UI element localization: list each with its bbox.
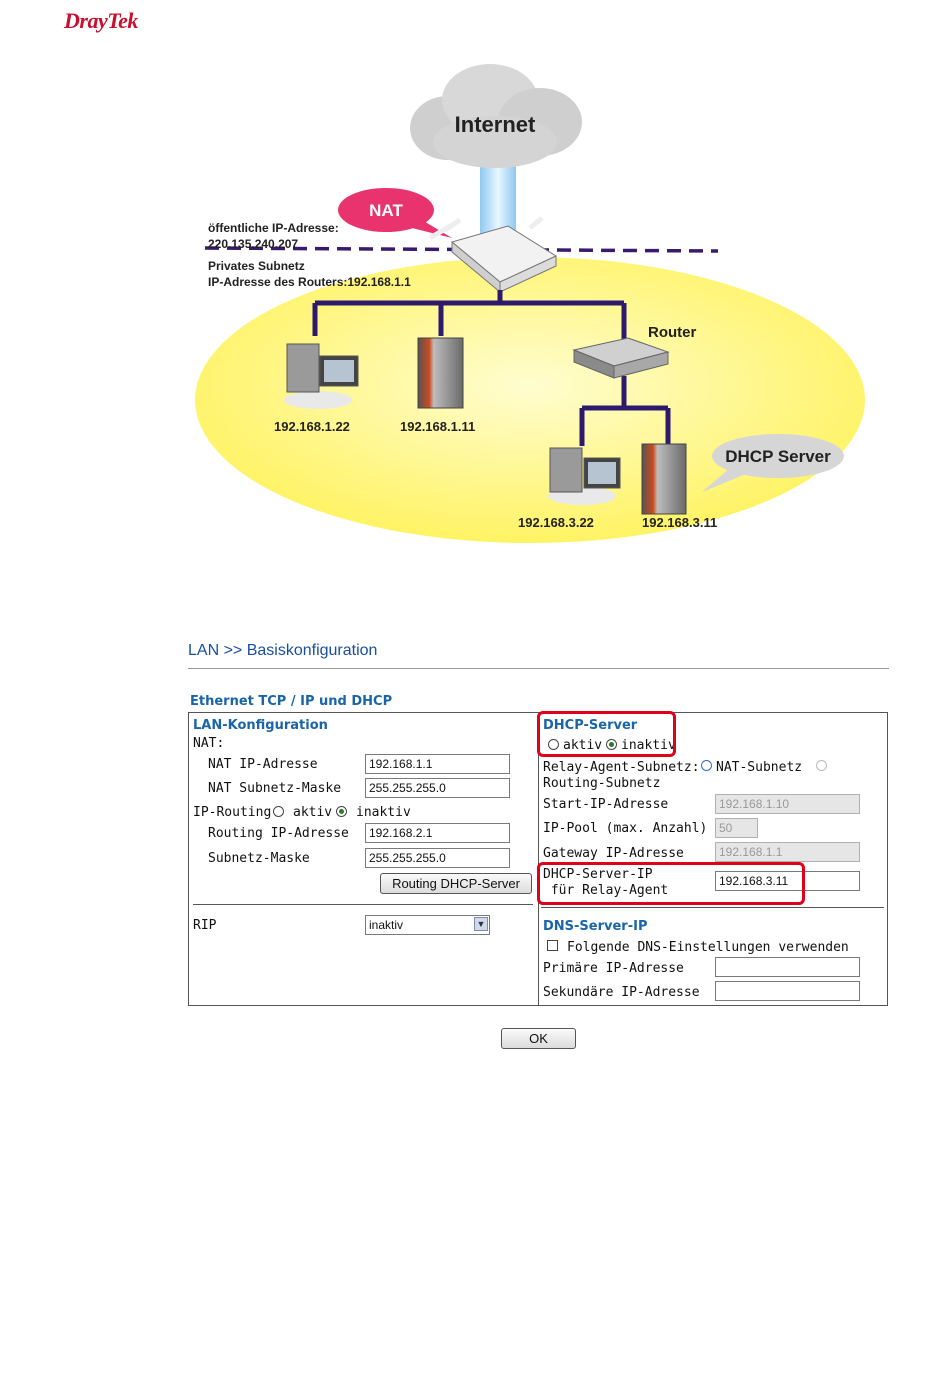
relay-routing-radio[interactable]	[816, 760, 827, 771]
relay-nat-label: NAT-Subnetz	[716, 760, 803, 775]
router-ip-label: IP-Adresse des Routers:192.168.1.1	[208, 275, 411, 289]
routing-ip-input[interactable]: 192.168.2.1	[365, 823, 510, 843]
network-diagram: Internet NAT öffentliche IP-Adresse: 220…	[195, 64, 865, 543]
rip-select[interactable]: inaktiv ▼	[365, 915, 490, 935]
dhcp-server-header: DHCP-Server	[543, 718, 638, 733]
nat-mask-input[interactable]: 255.255.255.0	[365, 778, 510, 798]
chevron-down-icon[interactable]: ▼	[474, 917, 488, 931]
public-private-boundary	[204, 246, 719, 253]
ip-pool-input[interactable]: 50	[715, 818, 758, 838]
dhcp-server-highlight	[537, 711, 676, 757]
ip-routing-on-radio[interactable]	[273, 806, 284, 817]
private-subnet-label: Privates Subnetz	[208, 259, 305, 273]
server-icon-2	[641, 443, 687, 515]
pc-icon-2	[548, 447, 621, 505]
dhcp-server-ip-highlight	[537, 862, 805, 905]
ip-routing-off-radio[interactable]	[336, 806, 347, 817]
ok-button[interactable]: OK	[501, 1028, 576, 1049]
dhcp-server-ip-input[interactable]: 192.168.3.11	[715, 871, 860, 891]
internet-cloud-icon	[410, 64, 582, 168]
ip-pool-label: IP-Pool (max. Anzahl)	[543, 821, 708, 836]
start-ip-label: Start-IP-Adresse	[543, 797, 669, 812]
section-title: Ethernet TCP / IP und DHCP	[190, 694, 393, 709]
secondary-dns-input[interactable]	[715, 981, 860, 1001]
relay-agent-label: Relay-Agent-Subnetz:	[543, 760, 700, 775]
host-ip-2: 192.168.1.11	[400, 419, 475, 434]
nat-label: NAT	[369, 201, 403, 220]
ip-routing-off-label: inaktiv	[356, 805, 411, 820]
column-divider	[538, 712, 539, 1006]
dhcp-server-bubble	[702, 434, 844, 492]
host-ip-4: 192.168.3.11	[642, 515, 717, 530]
secondary-dns-label: Sekundäre IP-Adresse	[543, 985, 700, 1000]
pc-icon-1	[284, 343, 359, 409]
title-divider	[188, 668, 889, 669]
host-ip-1: 192.168.1.22	[274, 419, 350, 434]
subnet-mask-label: Subnetz-Maske	[208, 851, 310, 866]
primary-dns-input[interactable]	[715, 957, 860, 977]
relay-nat-radio[interactable]	[701, 760, 712, 771]
dns-server-header: DNS-Server-IP	[543, 919, 648, 934]
nat-ip-label: NAT IP-Adresse	[208, 757, 318, 772]
ip-routing-on-label: aktiv	[293, 805, 333, 820]
lan-config-header: LAN-Konfiguration	[193, 718, 328, 733]
gateway-ip-label: Gateway IP-Adresse	[543, 846, 684, 861]
start-ip-input[interactable]: 192.168.1.10	[715, 794, 860, 814]
nat-label: NAT:	[193, 736, 225, 751]
dhcp-on-radio[interactable]	[548, 739, 559, 750]
dns-settings-checkbox[interactable]	[547, 940, 558, 951]
relay-routing-label: Routing-Subnetz	[543, 776, 661, 791]
draytek-router-icon	[428, 216, 558, 294]
lan-rip-divider	[193, 904, 533, 905]
routing-ip-label: Routing IP-Adresse	[208, 826, 349, 841]
page-title: LAN >> Basiskonfiguration	[188, 642, 378, 659]
ip-routing-label: IP-Routing	[193, 805, 272, 820]
rip-select-value: inaktiv	[369, 918, 404, 932]
host-ip-3: 192.168.3.22	[518, 515, 594, 530]
dhcp-bubble-label: DHCP Server	[725, 447, 831, 466]
internet-label: Internet	[455, 112, 536, 137]
dhcp-dns-divider	[541, 907, 884, 908]
nat-ip-input[interactable]: 192.168.1.1	[365, 754, 510, 774]
server-icon-1	[417, 337, 464, 409]
dhcp-off-label: inaktiv	[621, 738, 676, 753]
lan-links	[312, 290, 671, 446]
dhcp-server-ip-label: DHCP-Server-IP	[543, 867, 653, 882]
dhcp-on-label: aktiv	[563, 738, 603, 753]
router-label: Router	[648, 324, 696, 341]
dhcp-off-radio[interactable]	[606, 739, 617, 750]
subnet-mask-input[interactable]: 255.255.255.0	[365, 848, 510, 868]
public-ip-value: 220.135.240.207	[208, 237, 298, 251]
dns-settings-label: Folgende DNS-Einstellungen verwenden	[567, 940, 849, 955]
gateway-ip-input[interactable]: 192.168.1.1	[715, 842, 860, 862]
public-ip-label: öffentliche IP-Adresse:	[208, 221, 339, 235]
draytek-logo: DrayTek	[64, 8, 138, 33]
relay-agent-sublabel: für Relay-Agent	[543, 883, 669, 898]
rip-label: RIP	[193, 918, 217, 933]
routing-dhcp-server-button[interactable]: Routing DHCP-Server	[380, 873, 532, 894]
nat-mask-label: NAT Subnetz-Maske	[208, 781, 342, 796]
private-network-area	[195, 257, 865, 543]
primary-dns-label: Primäre IP-Adresse	[543, 961, 684, 976]
router-icon	[572, 337, 670, 379]
